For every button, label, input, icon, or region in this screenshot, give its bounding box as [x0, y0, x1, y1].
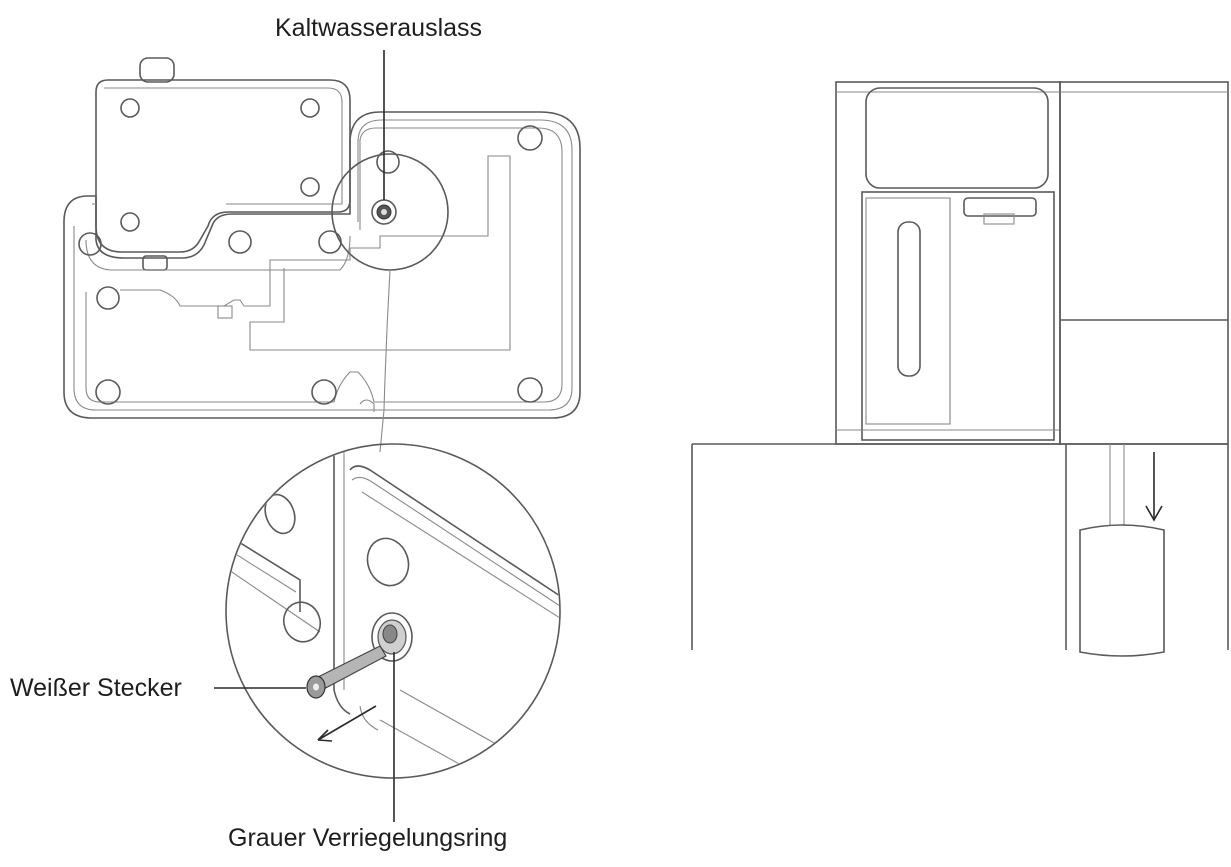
unit-bottom-view: [63, 57, 581, 419]
detail-view: [225, 443, 561, 779]
label-white-plug: Weißer Stecker: [10, 674, 182, 702]
label-cold-water-outlet: Kaltwasserauslass: [275, 14, 483, 42]
cabinet-front-view: [691, 81, 1229, 657]
detail-connector-line: [379, 269, 391, 453]
label-grey-locking-ring: Grauer Verriegelungsring: [228, 824, 508, 852]
